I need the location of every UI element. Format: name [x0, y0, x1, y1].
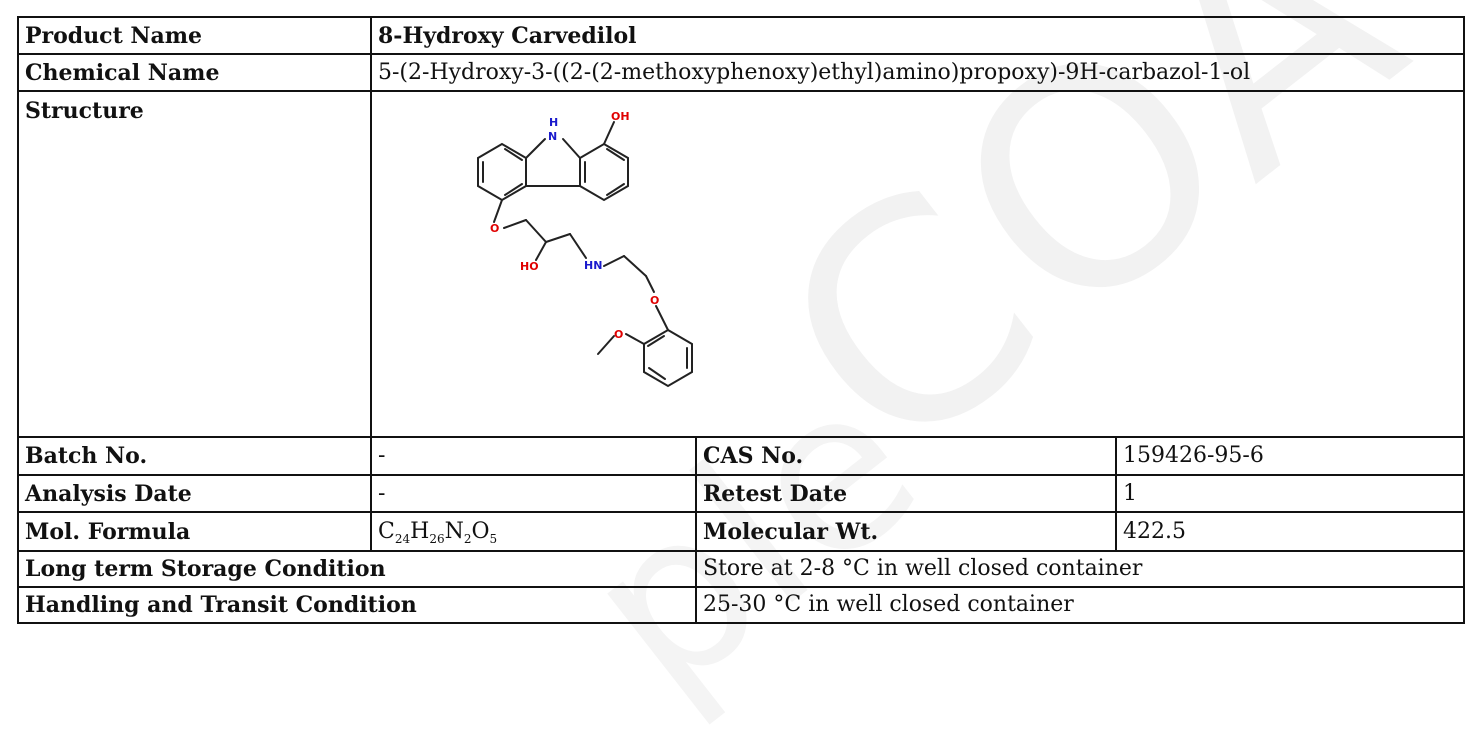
analysis-date-label: Analysis Date — [17, 474, 372, 513]
batch-no-label: Batch No. — [17, 436, 372, 476]
atom-ho: HO — [520, 260, 539, 273]
storage-condition-value: Store at 2-8 °C in well closed container — [695, 550, 1465, 588]
structure-label-cell: Structure — [17, 90, 372, 438]
row-formula-weight: Mol. Formula C24H26N2O5 Molecular Wt. 42… — [17, 511, 1465, 552]
row-chemical-name: Chemical Name 5-(2-Hydroxy-3-((2-(2-meth… — [17, 53, 1465, 92]
atom-oh-top: OH — [611, 110, 630, 123]
chemical-name-label: Chemical Name — [17, 53, 372, 92]
chemical-name-value: 5-(2-Hydroxy-3-((2-(2-methoxyphenoxy)eth… — [370, 53, 1465, 92]
atom-nh: N — [548, 130, 557, 143]
transit-condition-value: 25-30 °C in well closed container — [695, 586, 1465, 624]
formula-element-c: C — [378, 518, 395, 544]
row-structure: Structure — [17, 90, 1465, 438]
formula-element-o: O — [471, 518, 490, 544]
retest-date-label: Retest Date — [695, 474, 1117, 513]
retest-date-value: 1 — [1115, 474, 1465, 513]
atom-hn: HN — [584, 259, 602, 272]
cas-no-value: 159426-95-6 — [1115, 436, 1465, 476]
row-transit: Handling and Transit Condition 25-30 °C … — [17, 586, 1465, 624]
atom-o-methoxy: O — [614, 328, 623, 341]
storage-condition-label: Long term Storage Condition — [17, 550, 697, 588]
atom-nh-h: H — [549, 116, 558, 129]
formula-element-n: N — [444, 518, 464, 544]
chemical-structure-image: N H OH O HO HN O O — [477, 110, 693, 388]
cas-no-label: CAS No. — [695, 436, 1117, 476]
coa-table: Product Name 8-Hydroxy Carvedilol Chemic… — [17, 16, 1465, 624]
mol-formula-label: Mol. Formula — [17, 511, 372, 552]
formula-element-h: H — [410, 518, 430, 544]
structure-cell: N H OH O HO HN O O — [370, 90, 1465, 438]
formula-count-o: 5 — [489, 531, 498, 546]
row-batch-cas: Batch No. - CAS No. 159426-95-6 — [17, 436, 1465, 476]
batch-no-value: - — [370, 436, 697, 476]
atom-o-ether1: O — [490, 222, 499, 235]
product-name-value: 8-Hydroxy Carvedilol — [370, 16, 1465, 55]
formula-count-c: 24 — [394, 531, 411, 546]
atom-o-ether2: O — [650, 294, 659, 307]
product-name-label: Product Name — [17, 16, 372, 55]
analysis-date-value: - — [370, 474, 697, 513]
formula-count-n: 2 — [463, 531, 472, 546]
row-storage: Long term Storage Condition Store at 2-8… — [17, 550, 1465, 588]
mol-formula-value: C24H26N2O5 — [370, 511, 697, 552]
molecular-weight-label: Molecular Wt. — [695, 511, 1117, 552]
row-product-name: Product Name 8-Hydroxy Carvedilol — [17, 16, 1465, 55]
formula-count-h: 26 — [429, 531, 445, 546]
structure-label: Structure — [25, 98, 144, 124]
transit-condition-label: Handling and Transit Condition — [17, 586, 697, 624]
row-dates: Analysis Date - Retest Date 1 — [17, 474, 1465, 513]
molecular-weight-value: 422.5 — [1115, 511, 1465, 552]
